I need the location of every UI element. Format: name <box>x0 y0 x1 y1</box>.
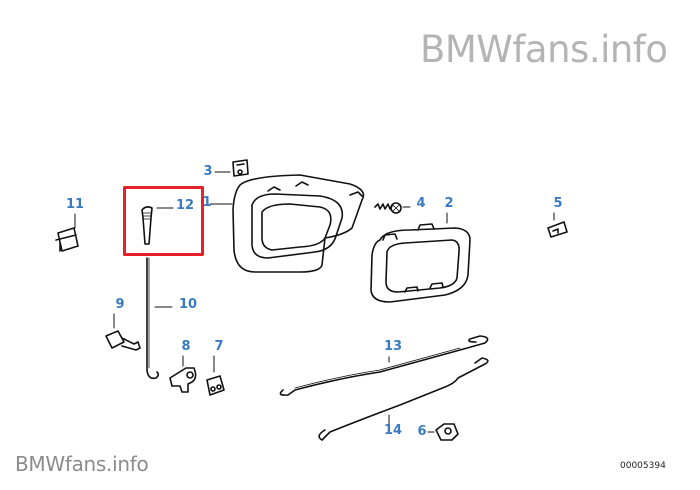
part-label-2[interactable]: 2 <box>444 196 454 211</box>
part-12-lock-knob <box>141 206 153 245</box>
watermark-bottom: BMWfans.info <box>15 452 149 476</box>
part-9-bolt <box>105 330 141 351</box>
part-10-rod <box>146 257 160 380</box>
part-3-clip <box>232 159 249 177</box>
diagram-code: 00005394 <box>620 461 666 471</box>
part-14-rod <box>318 357 489 441</box>
part-label-3[interactable]: 3 <box>203 164 213 179</box>
part-label-9[interactable]: 9 <box>115 297 125 312</box>
watermark-top: BMWfans.info <box>420 28 668 71</box>
highlight-box-part-12 <box>123 186 204 256</box>
part-4-screw <box>374 202 402 214</box>
part-label-10[interactable]: 10 <box>178 297 198 312</box>
part-label-8[interactable]: 8 <box>181 339 191 354</box>
part-label-5[interactable]: 5 <box>553 196 563 211</box>
part-label-14[interactable]: 14 <box>383 423 403 438</box>
leader-lines <box>74 171 555 433</box>
part-label-11[interactable]: 11 <box>65 197 85 212</box>
part-8-clip <box>169 367 197 393</box>
part-label-7[interactable]: 7 <box>214 339 224 354</box>
part-label-12[interactable]: 12 <box>175 198 195 213</box>
part-label-1[interactable]: 1 <box>202 195 212 210</box>
part-6-clip <box>435 423 459 441</box>
part-7-clip <box>206 375 225 396</box>
part-1-handle-housing <box>232 174 365 273</box>
part-label-4[interactable]: 4 <box>416 196 426 211</box>
part-5-clip <box>547 221 568 238</box>
part-11-clip <box>55 227 79 252</box>
part-label-6[interactable]: 6 <box>417 424 427 439</box>
part-label-13[interactable]: 13 <box>383 339 403 354</box>
part-13-rod <box>279 335 489 396</box>
part-2-bezel <box>370 223 471 303</box>
